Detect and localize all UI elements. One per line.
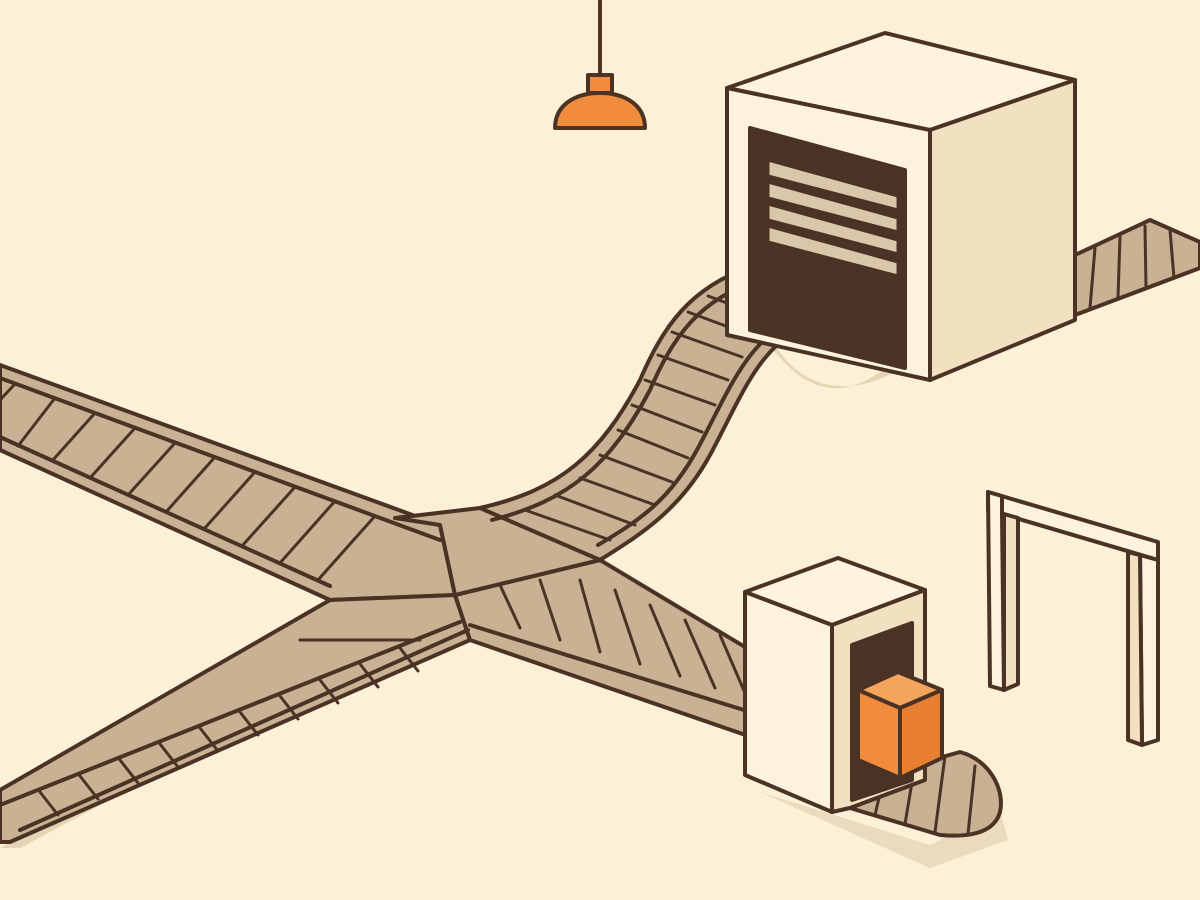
small-box-front: [743, 590, 834, 814]
slat: [498, 583, 522, 630]
belt-slats: [0, 224, 1176, 836]
shutter-door: [766, 158, 900, 278]
slat: [16, 396, 57, 448]
slat: [0, 382, 17, 402]
pendant-lamp-icon: [553, 0, 647, 130]
shutter-slat: [766, 158, 900, 212]
slat: [78, 774, 100, 801]
slat: [118, 758, 140, 785]
slat: [643, 378, 717, 407]
slat: [1143, 224, 1148, 290]
slat: [538, 578, 562, 642]
shutter-slat: [766, 180, 900, 234]
slat: [598, 453, 674, 484]
slat: [398, 646, 420, 673]
package-side: [898, 688, 944, 780]
slat: [126, 441, 177, 497]
lamp-socket: [586, 73, 614, 95]
gate-frame-icon: [986, 490, 1160, 747]
slat: [1168, 228, 1176, 280]
slat: [50, 411, 97, 463]
slat: [238, 710, 260, 737]
gate-left-post: [986, 490, 1006, 692]
rail-left-upper-inner: [0, 376, 442, 542]
slat: [933, 754, 947, 834]
slat: [648, 603, 682, 678]
slat: [278, 694, 300, 721]
slat: [966, 764, 977, 836]
slat: [616, 428, 690, 460]
slat: [613, 588, 642, 666]
package-front: [856, 688, 902, 780]
package-box-icon: [856, 670, 944, 780]
slat: [278, 499, 337, 565]
scanner-box-icon: [743, 556, 927, 814]
warehouse-box-icon: [725, 31, 1077, 382]
slat: [164, 455, 217, 514]
rail-left-lower-inner: [0, 620, 462, 807]
shutter-slat: [766, 202, 900, 256]
slat: [1088, 246, 1097, 310]
shutter-slat: [766, 224, 900, 278]
slat: [578, 476, 657, 507]
slat: [523, 508, 612, 542]
lamp-shade: [553, 91, 647, 130]
rail-front-inner: [468, 623, 762, 717]
slat: [1116, 234, 1122, 300]
slat: [240, 485, 297, 548]
slat: [670, 330, 744, 359]
slat: [198, 726, 220, 753]
slat: [38, 790, 60, 817]
slat: [683, 618, 717, 690]
slat: [553, 493, 637, 527]
slat: [158, 742, 180, 769]
slat: [318, 678, 340, 705]
slat: [656, 353, 730, 382]
slat: [358, 662, 380, 689]
gate-left-post-face: [1002, 512, 1020, 692]
slat: [630, 403, 704, 434]
slat: [316, 514, 377, 582]
slat: [202, 470, 257, 531]
shadow-front-belt: [760, 792, 1008, 868]
slat: [88, 426, 137, 480]
slat: [578, 578, 602, 654]
gate-right-post-face: [1126, 550, 1144, 747]
